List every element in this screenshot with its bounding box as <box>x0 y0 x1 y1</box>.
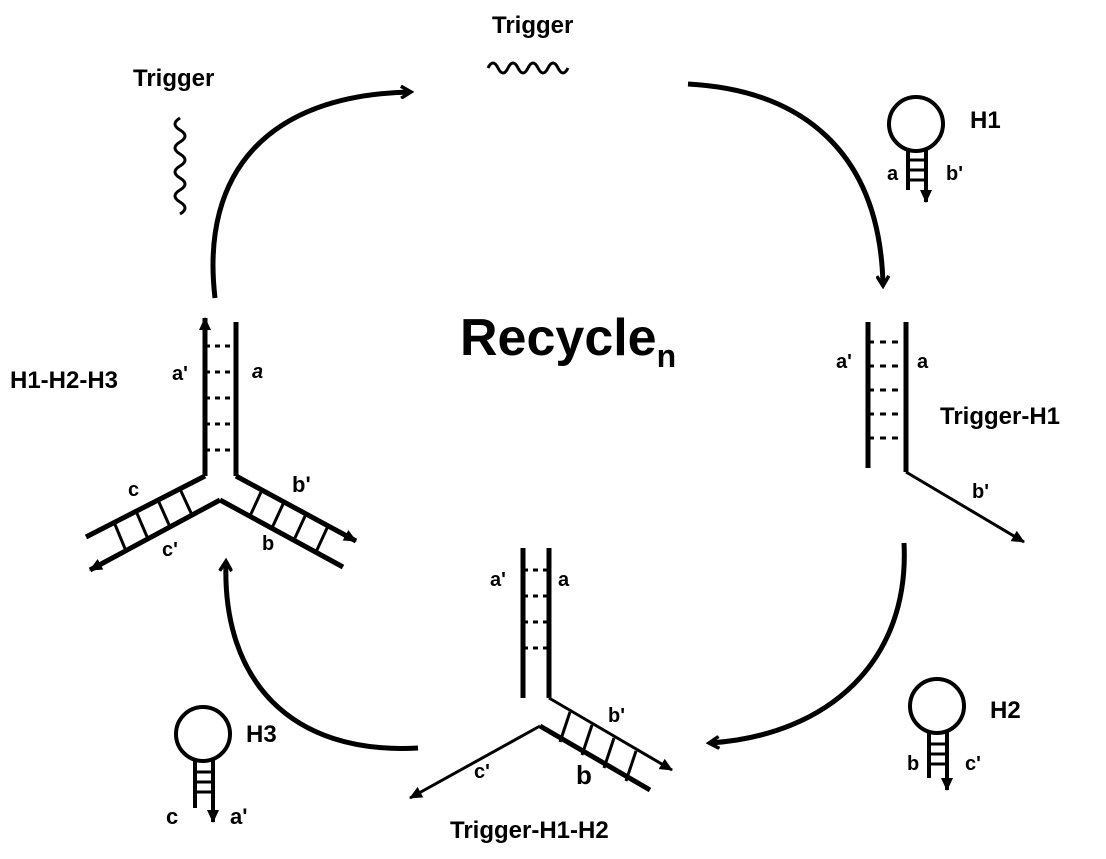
h3-domain-a-prime: a' <box>230 804 247 829</box>
trigger-h1-h2-complex <box>409 548 673 800</box>
trigger-h1-h2-domain-a: a <box>558 569 570 591</box>
h1-h2-h3-domain-b: b <box>262 533 274 555</box>
trigger-h1-h2-domain-a-prime: a' <box>490 569 506 591</box>
trigger-left-strand <box>173 116 187 216</box>
cycle-arrow-top-left <box>210 92 410 299</box>
h2-domain-b: b <box>907 753 919 775</box>
h1-h2-h3-domain-a: a <box>252 361 263 383</box>
trigger-h1-complex <box>865 322 1025 544</box>
trigger-h1-h2-domain-b-prime: b' <box>608 705 625 727</box>
trigger-h1-h2-domain-b: b <box>576 760 592 790</box>
recycle-text: Recycle <box>460 309 657 367</box>
trigger-h1-domain-b-prime: b' <box>972 481 989 503</box>
h3-loop <box>174 705 232 763</box>
trigger-top-label: Trigger <box>492 12 573 39</box>
h1-h2-h3-label: H1-H2-H3 <box>10 367 118 394</box>
h3-hairpin <box>174 705 232 823</box>
h1-h2-h3-domain-c: c <box>128 479 139 501</box>
h1-h2-h3-domain-c-prime: c' <box>162 539 178 561</box>
h2-domain-c-prime: c' <box>965 753 981 775</box>
h1-h2-h3-domain-b-prime: b' <box>292 472 311 497</box>
h1-h2-h3-domain-a-prime: a' <box>172 363 188 385</box>
h3-domain-c: c <box>166 804 178 829</box>
h3-label: H3 <box>246 721 277 748</box>
cycle-arrow-top-right <box>687 81 883 285</box>
h1-domain-b-prime: b' <box>946 163 963 185</box>
trigger-h1-domain-a: a <box>917 351 929 373</box>
trigger-h1-h2-label: Trigger-H1-H2 <box>450 817 609 844</box>
h2-hairpin <box>908 677 966 791</box>
h2-label: H2 <box>990 697 1021 724</box>
trigger-left-label: Trigger <box>133 65 214 92</box>
h1-label: H1 <box>970 107 1001 134</box>
h1-domain-a: a <box>887 163 899 185</box>
cycle-arrow-bottom-left <box>226 562 419 751</box>
h2-loop <box>908 677 966 735</box>
trigger-h1-domain-a-prime: a' <box>836 351 852 373</box>
h1-h2-h3-complex <box>84 317 358 573</box>
recycle-subscript: n <box>657 338 677 374</box>
trigger-h1-label: Trigger-H1 <box>940 403 1060 430</box>
h1-loop <box>887 95 945 153</box>
cycle-arrow-bottom-right <box>710 542 907 743</box>
trigger-h1-h2-domain-c-prime: c' <box>474 761 490 783</box>
h1-hairpin <box>887 95 945 203</box>
recycle-label: Recyclen <box>460 309 676 374</box>
trigger-top-strand <box>486 61 570 75</box>
